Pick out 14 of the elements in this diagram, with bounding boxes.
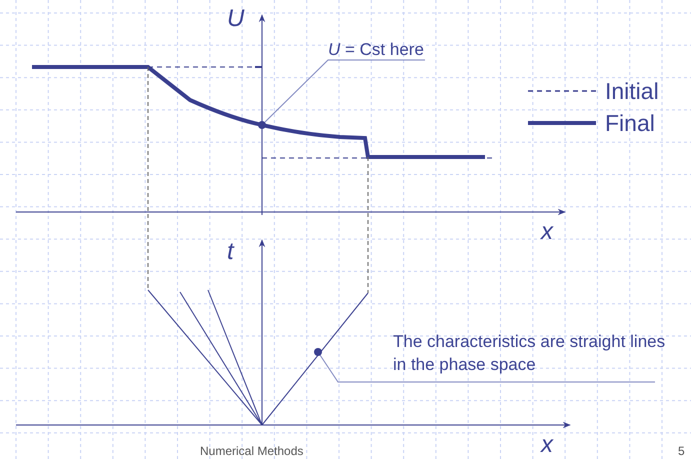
legend-text: Initial: [605, 78, 659, 105]
legend-text: Final: [605, 110, 655, 137]
leader-line: [320, 354, 656, 382]
point-marker: [258, 121, 266, 129]
point-marker: [314, 348, 322, 356]
footer-text: Numerical Methods: [200, 444, 304, 458]
axis-label: U: [227, 5, 244, 33]
page-number: 5: [678, 444, 685, 458]
axis-label: x: [541, 218, 553, 246]
leader-line: [264, 60, 426, 122]
callout-text: The characteristics are straight lines in the phase space: [393, 330, 671, 383]
callout-text: U = Cst here: [328, 38, 424, 61]
axis-label: t: [227, 238, 234, 266]
axis-label: x: [541, 431, 553, 459]
